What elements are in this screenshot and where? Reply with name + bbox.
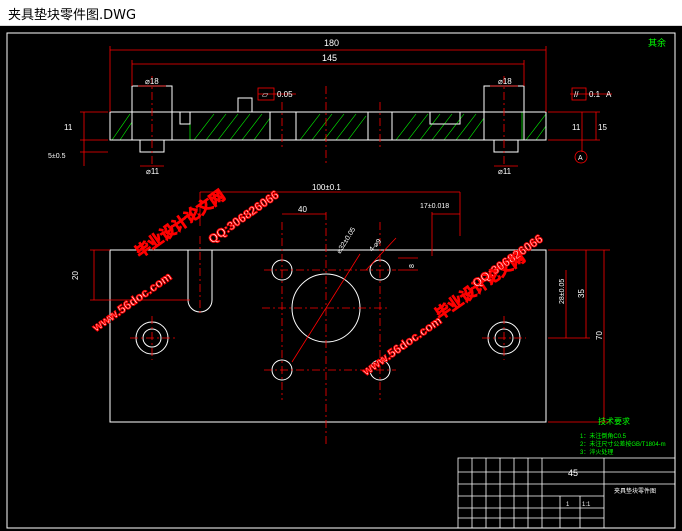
dim-dia-left: ⌀18 xyxy=(145,77,159,86)
dim-small-holes: 4-⌀9 xyxy=(368,238,383,253)
dim-pos-17: 17±0.018 xyxy=(420,203,449,210)
dim-pos-40: 40 xyxy=(298,205,307,214)
drawing-canvas[interactable]: 其余 xyxy=(0,26,682,531)
corner-note: 其余 xyxy=(648,37,666,48)
dim-center-dist: 100±0.1 xyxy=(312,183,341,192)
tb-scale: 1:1 xyxy=(582,502,591,508)
dim-thickness-left: 11 xyxy=(64,123,73,132)
watermarks: 毕业设计论文网 www.56doc.com QQ:306826066 毕业设计论… xyxy=(88,186,546,380)
watermark-url-2: www.56doc.com xyxy=(359,313,445,379)
dim-slot-depth: 20 xyxy=(71,271,80,280)
dim-datum: A xyxy=(606,90,612,99)
dim-big-hole: ⌀32±0.05 xyxy=(336,226,358,255)
dim-height-right: 15 xyxy=(598,123,607,132)
drawing-frame xyxy=(6,32,676,529)
tech-requirements: 技术要求 1：未注倒角C0.5 2：未注尺寸公差按GB/T1804-m 3：淬火… xyxy=(580,416,666,456)
datum-label: A xyxy=(578,155,583,162)
watermark-qq-2: QQ:306826066 xyxy=(470,231,546,290)
flatness-symbol: ▱ xyxy=(262,90,269,99)
dim-parallel-tol: 0.1 xyxy=(589,90,601,99)
parallel-symbol: // xyxy=(574,90,579,99)
tech-req-line1: 1：未注倒角C0.5 xyxy=(580,432,627,440)
dim-vert-28: 28±0.05 xyxy=(559,279,566,304)
dim-r8: 8 xyxy=(409,264,416,268)
tb-material: 45 xyxy=(568,468,578,478)
dim-step-left: 5±0.5 xyxy=(48,153,66,160)
dim-dia-right: ⌀18 xyxy=(498,77,512,86)
dim-dia-bot-left: ⌀11 xyxy=(146,167,160,176)
plan-view: 100±0.1 40 17±0.018 ⌀32±0.05 4-⌀9 20 28±… xyxy=(71,183,610,446)
section-view: 180 145 ⌀18 ⌀18 ▱ 0.05 // 0.1 A A 11 11 … xyxy=(48,38,612,176)
dim-dia-bot-right: ⌀11 xyxy=(498,167,512,176)
dim-overall-width: 180 xyxy=(324,38,339,48)
tb-count: 1 xyxy=(566,502,570,508)
dim-vert-70: 70 xyxy=(595,331,604,340)
dim-hole-spacing: 145 xyxy=(322,53,337,63)
title-block: 45 夹具垫块零件图 1:1 1 xyxy=(457,457,676,529)
window-titlebar: 夹具垫块零件图.DWG xyxy=(0,0,682,26)
dim-flatness: 0.05 xyxy=(277,90,293,99)
dim-vert-35: 35 xyxy=(577,289,586,298)
tech-req-line3: 3：淬火处理 xyxy=(580,448,613,456)
cad-viewport[interactable]: 其余 xyxy=(0,26,682,531)
window-title: 夹具垫块零件图.DWG xyxy=(8,8,137,23)
tech-req-line2: 2：未注尺寸公差按GB/T1804-m xyxy=(580,440,666,448)
dim-thickness-right: 11 xyxy=(572,123,581,132)
tech-req-heading: 技术要求 xyxy=(598,416,630,426)
tb-part-name: 夹具垫块零件图 xyxy=(614,487,656,495)
